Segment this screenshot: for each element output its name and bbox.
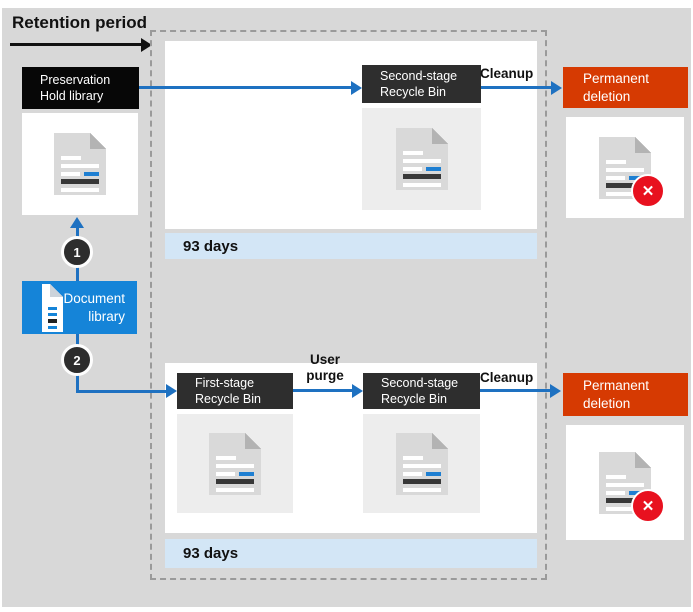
delete-x-icon: ✕ [631, 488, 665, 523]
second-stage-top-icon-area [362, 108, 481, 210]
deleted-doc-card-bottom: ✕ [566, 425, 684, 540]
arrow-preservation-to-second-stage [139, 80, 362, 95]
permanent-deletion-top-node: Permanent deletion [563, 67, 688, 108]
document-icon [395, 432, 448, 495]
first-stage-recycle-bin-node: First-stage Recycle Bin [177, 373, 293, 409]
arrow-second-stage-to-permanent-bottom [480, 383, 561, 398]
page-fold-icon [431, 128, 448, 144]
second-stage-bottom-icon-area [363, 414, 480, 513]
cleanup-bottom-label: Cleanup [480, 370, 534, 385]
page-fold-icon [635, 451, 651, 468]
document-library-node: Document library [22, 281, 137, 334]
retention-period-arrow [10, 37, 152, 52]
arrowhead-icon [70, 217, 84, 228]
preservation-hold-doc-card [22, 113, 138, 215]
arrow-library-to-first-stage [75, 384, 177, 398]
page-fold-icon [431, 432, 448, 449]
retention-period-label: Retention period [12, 13, 148, 32]
user-purge-label: User purge [306, 352, 344, 383]
page-fold-icon [50, 283, 64, 297]
permanent-deletion-bottom-node: Permanent deletion [563, 373, 688, 416]
document-library-label: Document library [63, 290, 125, 324]
arrowhead-icon [551, 80, 562, 95]
page-fold-icon [245, 432, 261, 449]
step-2-badge: 2 [61, 344, 93, 376]
arrowhead-icon [165, 384, 177, 398]
arrow-first-to-second-stage [293, 383, 363, 398]
step-1-badge: 1 [61, 236, 93, 268]
document-icon: ✕ [599, 136, 665, 208]
document-icon [395, 128, 448, 190]
document-icon [54, 133, 106, 195]
arrowhead-icon [352, 383, 363, 398]
retention-boundary-box [150, 30, 547, 580]
arrowhead-icon [550, 383, 561, 398]
second-stage-recycle-bin-bottom-node: Second-stage Recycle Bin [363, 373, 480, 409]
page-fold-icon [90, 133, 106, 149]
document-icon: ✕ [599, 451, 665, 523]
first-stage-icon-area [177, 414, 293, 513]
document-icon [42, 283, 64, 332]
arrowhead-icon [351, 80, 362, 95]
top-duration-label: 93 days [183, 237, 239, 255]
arrowhead-icon [141, 37, 152, 52]
bottom-duration-bar: 93 days [165, 539, 537, 568]
bottom-duration-label: 93 days [183, 545, 239, 562]
deleted-doc-card-top: ✕ [566, 117, 684, 218]
arrow-second-stage-to-permanent-top [481, 80, 562, 95]
document-icon [209, 432, 261, 495]
delete-x-icon: ✕ [631, 173, 665, 208]
page-fold-icon [635, 136, 651, 153]
cleanup-top-label: Cleanup [480, 66, 534, 81]
preservation-hold-library-node: Preservation Hold library [22, 67, 139, 109]
second-stage-recycle-bin-top-node: Second-stage Recycle Bin [362, 65, 481, 103]
top-duration-bar: 93 days [165, 233, 537, 259]
